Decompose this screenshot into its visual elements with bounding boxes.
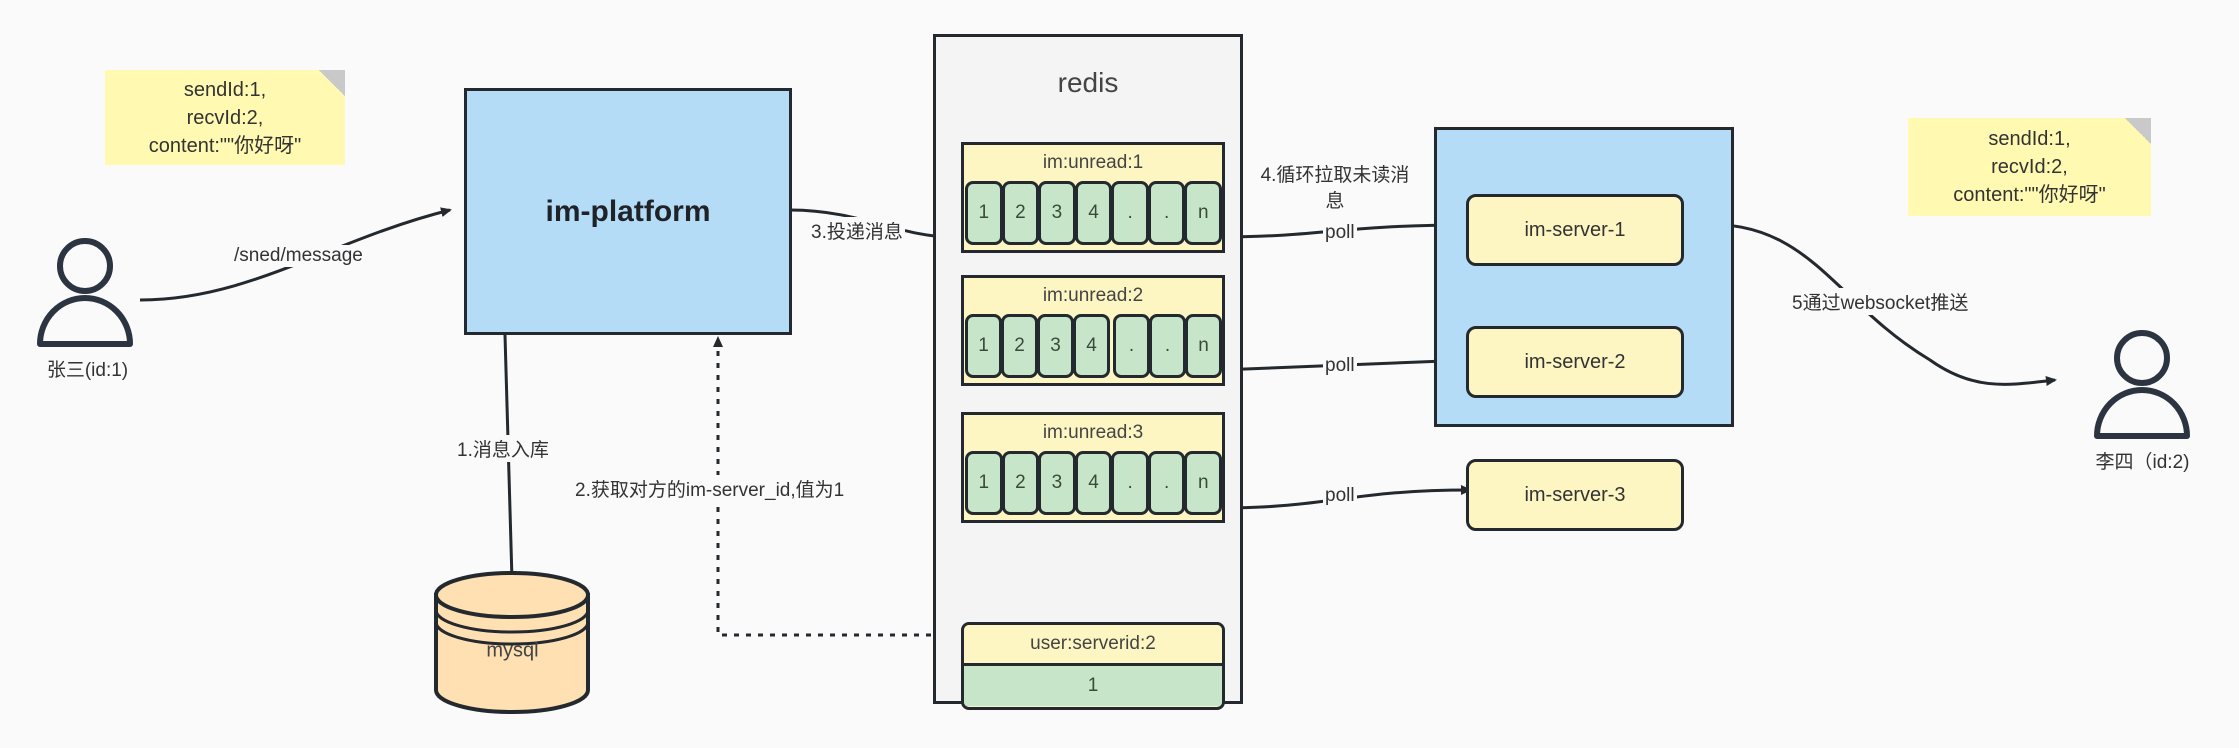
- edge-label-poll-2: poll: [1323, 355, 1357, 377]
- redis-key-im-unread-1[interactable]: im:unread:1 1 2 3 4 . . n: [961, 142, 1225, 253]
- redis-key-user-serverid-2[interactable]: user:serverid:2 1: [961, 622, 1225, 710]
- redis-cell: .: [1147, 451, 1186, 515]
- node-im-server-2[interactable]: im-server-2: [1466, 326, 1684, 398]
- note-fold-icon: [319, 70, 345, 96]
- edge-label-poll-1: poll: [1323, 222, 1357, 244]
- redis-cells: 1 2 3 4 . . n: [964, 314, 1222, 378]
- note-right: sendId:1, recvId:2, content:""你好呀": [1908, 118, 2151, 216]
- redis-key-label: im:unread:2: [1042, 285, 1144, 306]
- note-fold-icon: [2125, 118, 2151, 144]
- edge-label-step4: 4.循环拉取未读消 息: [1253, 163, 1417, 215]
- redis-cell: 1: [965, 181, 1003, 245]
- redis-cell: 4: [1074, 451, 1113, 515]
- redis-cell: 2: [1001, 451, 1040, 515]
- redis-key-label: user:serverid:2: [964, 625, 1222, 663]
- note-left: sendId:1, recvId:2, content:""你好呀": [105, 70, 345, 165]
- redis-cell: 3: [1037, 314, 1074, 378]
- redis-cell: .: [1113, 314, 1150, 378]
- database-cylinder-icon: [434, 571, 590, 714]
- redis-cells: 1 2 3 4 . . n: [964, 181, 1223, 245]
- actor-sender-label: 张三(id:1): [46, 360, 129, 381]
- redis-value: 1: [964, 663, 1222, 706]
- user-icon: [37, 238, 133, 347]
- actor-receiver: [2085, 330, 2200, 440]
- node-im-server-group: im-server-1 im-server-2 im-server-3: [1434, 127, 1734, 531]
- actor-sender: [28, 238, 143, 348]
- node-im-server-3-label: im-server-3: [1524, 483, 1626, 506]
- node-mysql-label: mysql: [486, 639, 539, 662]
- redis-cell: .: [1149, 314, 1186, 378]
- edge-label-step5: 5通过websocket推送: [1790, 288, 1971, 315]
- note-right-text: sendId:1, recvId:2, content:""你好呀": [1953, 128, 2106, 206]
- redis-cell: .: [1111, 181, 1149, 245]
- redis-cell: 2: [1001, 314, 1038, 378]
- redis-cell: 4: [1074, 181, 1113, 245]
- redis-key-label: im:unread:3: [1042, 422, 1144, 443]
- note-left-text: sendId:1, recvId:2, content:""你好呀": [148, 78, 302, 157]
- redis-cell: .: [1111, 451, 1149, 515]
- node-im-server-1-label: im-server-1: [1524, 218, 1626, 241]
- user-icon: [2094, 330, 2190, 439]
- node-im-server-2-label: im-server-2: [1524, 350, 1626, 373]
- redis-cell: n: [1184, 451, 1223, 515]
- edge-label-step2: 2.获取对方的im-server_id,值为1: [573, 475, 847, 502]
- node-redis: redis im:unread:1 1 2 3 4 . . n im:unrea…: [933, 34, 1243, 710]
- redis-cell: n: [1184, 181, 1223, 245]
- redis-key-label: im:unread:1: [1042, 152, 1144, 173]
- redis-key-im-unread-3[interactable]: im:unread:3 1 2 3 4 . . n: [961, 412, 1225, 523]
- redis-cell: 3: [1038, 451, 1076, 515]
- edge-label-send-message: /sned/message: [232, 245, 365, 267]
- redis-cell: .: [1147, 181, 1186, 245]
- node-im-platform[interactable]: im-platform: [464, 88, 792, 335]
- redis-key-im-unread-2[interactable]: im:unread:2 1 2 3 4 . . n: [961, 275, 1225, 386]
- actor-receiver-label: 李四（id:2): [2095, 452, 2190, 473]
- redis-cell: 2: [1001, 181, 1040, 245]
- node-mysql[interactable]: mysql: [430, 570, 595, 715]
- edge-label-poll-3: poll: [1323, 485, 1357, 507]
- redis-cell: 1: [965, 451, 1003, 515]
- node-im-platform-label: im-platform: [545, 194, 711, 228]
- edge-label-step1: 1.消息入库: [455, 435, 551, 462]
- node-im-server-3[interactable]: im-server-3: [1466, 459, 1684, 531]
- edge-label-step3: 3.投递消息: [809, 217, 905, 244]
- redis-cells: 1 2 3 4 . . n: [964, 451, 1223, 515]
- redis-cell: 1: [965, 314, 1002, 378]
- node-redis-label: redis: [1057, 67, 1119, 98]
- redis-cell: 3: [1038, 181, 1076, 245]
- redis-cell: n: [1185, 314, 1222, 378]
- node-im-server-1[interactable]: im-server-1: [1466, 194, 1684, 266]
- redis-cell: 4: [1073, 314, 1110, 378]
